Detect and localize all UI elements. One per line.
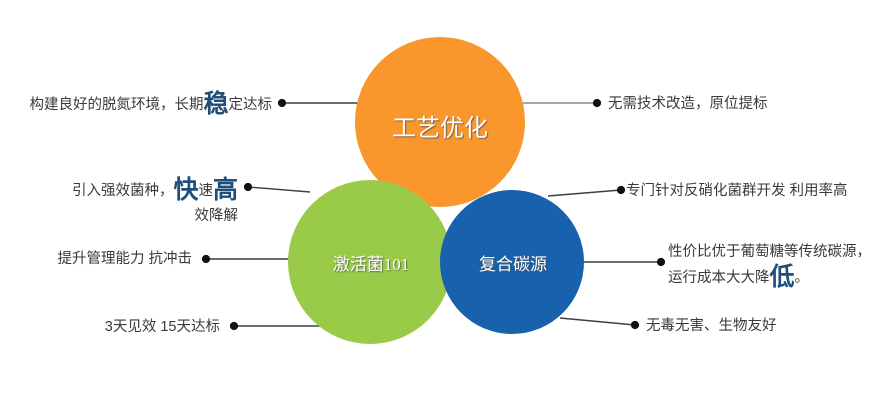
connector-2-dot — [243, 182, 253, 192]
connector-1-dot — [277, 98, 287, 108]
callout-text-5: 无需技术改造，原位提标 — [608, 92, 768, 117]
callout-text-run: 构建良好的脱氮环境，长期 — [29, 97, 204, 113]
callout-text-run: 。 — [794, 270, 810, 286]
callout-text-run: 性价比优于葡萄糖等传统碳源，运行成本大大降 — [668, 244, 871, 286]
circle-layer — [288, 37, 584, 344]
callout-text-run: 效降解 — [194, 208, 239, 224]
callout-text-1: 构建良好的脱氮环境，长期稳定达标 — [0, 92, 272, 118]
callout-text-2: 引入强效菌种，快速高效降解 — [0, 178, 238, 229]
callout-text-run: 速 — [198, 183, 213, 199]
accent-char: 稳 — [203, 90, 229, 118]
callout-text-run: 无需技术改造，原位提标 — [608, 96, 768, 112]
callout-text-3: 提升管理能力 抗冲击 — [0, 247, 192, 272]
callout-text-run: 引入强效菌种， — [71, 183, 174, 199]
callout-text-run: 3天见效 15天达标 — [104, 319, 220, 335]
venn-circle-green[interactable] — [288, 180, 452, 344]
connector-5-dot — [592, 98, 602, 108]
callout-text-4: 3天见效 15天达标 — [0, 315, 220, 340]
callout-text-8: 无毒无害、生物友好 — [646, 314, 777, 339]
callout-text-run: 专门针对反硝化菌群开发 利用率高 — [626, 183, 848, 199]
connector-6 — [547, 189, 622, 197]
callout-text-run: 提升管理能力 抗冲击 — [57, 251, 192, 267]
venn-circle-blue[interactable] — [440, 190, 584, 334]
connector-8 — [559, 317, 636, 326]
accent-char: 低 — [769, 263, 795, 291]
accent-char: 快 — [173, 176, 199, 204]
callout-text-run: 定达标 — [228, 97, 273, 113]
connector-dot-layer — [201, 98, 666, 331]
connector-layer — [206, 102, 661, 327]
callout-text-6: 专门针对反硝化菌群开发 利用率高 — [626, 179, 848, 204]
connector-6-dot — [616, 185, 626, 195]
connector-7-dot — [656, 257, 666, 267]
accent-char: 高 — [212, 176, 238, 204]
callout-text-7: 性价比优于葡萄糖等传统碳源，运行成本大大降低。 — [668, 240, 880, 291]
venn-circle-orange[interactable] — [355, 37, 525, 207]
connector-2 — [247, 186, 311, 193]
connector-4-dot — [229, 321, 239, 331]
callout-text-run: 无毒无害、生物友好 — [646, 318, 777, 334]
connector-8-dot — [630, 320, 640, 330]
connector-3-dot — [201, 254, 211, 264]
